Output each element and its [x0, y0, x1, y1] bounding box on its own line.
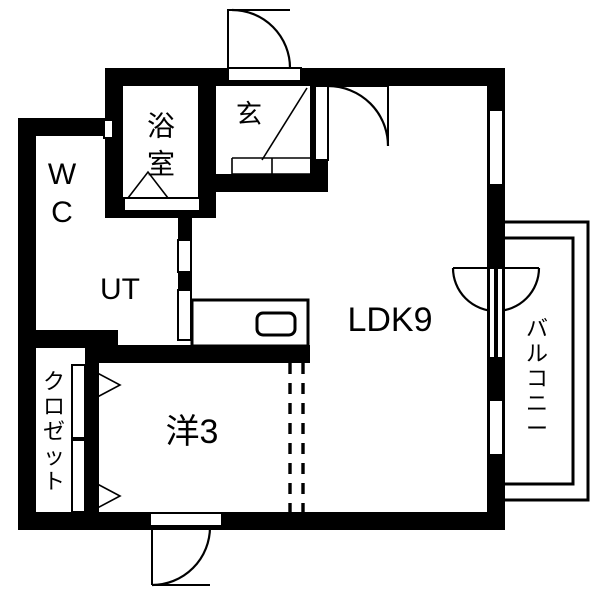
wall-top: [105, 68, 505, 86]
bath-door-fold-arrow: [127, 170, 169, 199]
genkan-inner-door-leaf: [314, 85, 329, 161]
balcony-door[interactable]: [451, 267, 541, 359]
closet-door-leaf-upper: [71, 364, 86, 439]
room-label-balcony-line5: ー: [526, 416, 548, 441]
room-label-balcony-line4: ニ: [526, 391, 548, 416]
window-right-upper: [488, 109, 504, 186]
ut-wall-openings: [177, 239, 192, 341]
room-label-closet-line1: ク: [43, 369, 65, 394]
room-labels: LDK9 洋3 UT 玄 浴 室 W C ク ロ ゼ ッ ト バ ル コ ニ ー: [43, 99, 548, 494]
room-label-ut: UT: [100, 273, 140, 306]
right-wall-windows: [488, 109, 504, 456]
room-label-balcony-line2: ル: [526, 341, 548, 366]
closet-door-leaf-lower: [71, 439, 86, 513]
room-label-closet-line2: ロ: [43, 394, 65, 419]
wall-ut-closet-divider: [18, 330, 118, 348]
wall-bath-left: [105, 68, 123, 218]
genkan-step-diagonal: [261, 87, 308, 161]
closet-fold-arrow-lower: [85, 476, 122, 516]
genkan-inner-door-swing-arc: [327, 84, 390, 147]
room-label-genkan: 玄: [236, 99, 262, 129]
wall-bath-right: [198, 68, 216, 218]
entrance-door[interactable]: [227, 8, 302, 82]
ut-opening-upper: [177, 239, 192, 273]
room-label-balcony-line3: コ: [526, 366, 548, 391]
room-label-bath-line1: 浴: [147, 110, 175, 141]
bath-door-threshold: [123, 197, 201, 212]
room-label-closet-line3: ゼ: [43, 419, 65, 444]
room-label-closet-line4: ッ: [43, 444, 65, 469]
kitchen-counter-outline: [190, 298, 310, 348]
room-label-balcony-line1: バ: [526, 316, 548, 341]
bedroom-door-swing-arc: [151, 526, 212, 587]
room-label-wc-line1: W: [48, 158, 77, 191]
wall-bottom: [18, 512, 505, 530]
wall-bedroom-top: [85, 345, 310, 363]
ut-opening-lower: [177, 289, 192, 341]
closet-doors[interactable]: [71, 364, 122, 516]
balcony-rail-inner: [505, 236, 575, 486]
closet-fold-arrow-upper: [85, 365, 122, 405]
room-label-ldk: LDK9: [347, 301, 432, 339]
entrance-door-leaf: [227, 9, 232, 68]
genkan-area: [231, 87, 310, 175]
wall-partition-head: [298, 345, 310, 363]
balcony-door-leaf-left: [488, 267, 496, 359]
wall-genkan-bottom: [216, 174, 328, 192]
wall-closet-right: [85, 345, 99, 512]
wall-wc-top: [18, 118, 123, 136]
room-label-bath-line2: 室: [147, 148, 175, 179]
bath-window-opening: [103, 119, 114, 139]
bath-folding-door[interactable]: [123, 170, 201, 212]
bedroom-door-threshold: [149, 512, 223, 527]
room-label-bedroom: 洋3: [166, 413, 219, 451]
sliding-partition[interactable]: [288, 363, 305, 514]
entrance-door-threshold: [227, 67, 302, 82]
bedroom-door[interactable]: [149, 512, 223, 587]
genkan-inner-door[interactable]: [314, 84, 390, 161]
window-right-lower: [488, 399, 504, 456]
bath-window: [103, 119, 114, 139]
entrance-door-swing-arc: [231, 8, 292, 69]
sink-icon: [255, 311, 297, 337]
room-label-closet-line5: ト: [43, 469, 65, 494]
balcony-outline: [505, 220, 590, 502]
kitchen-counter: [190, 298, 310, 348]
balcony-door-leaf-right: [496, 267, 504, 359]
room-label-wc-line2: C: [51, 196, 73, 229]
balcony-rail-outer: [505, 220, 590, 502]
wall-left: [18, 118, 36, 530]
